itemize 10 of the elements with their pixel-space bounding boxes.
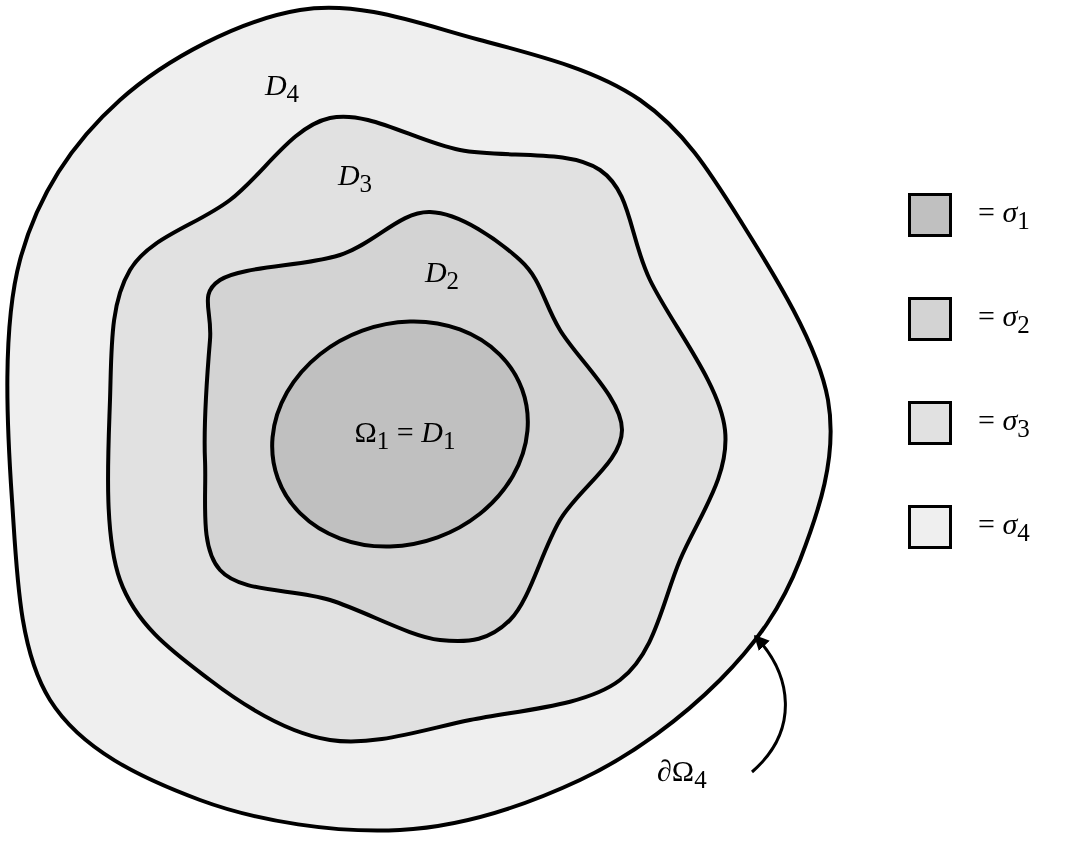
leader-arrow — [750, 634, 787, 774]
region-label: D$_{3}$ — [337, 160, 373, 196]
legend-text: = σ$_{1}$ — [978, 195, 1030, 235]
legend-text: = σ$_{2}$ — [978, 299, 1030, 339]
region-label: Ω$_{1}$ = D$_{1}$ — [354, 417, 456, 453]
region-label: D$_{4}$ — [264, 70, 300, 106]
legend-text: = σ$_{4}$ — [978, 507, 1030, 547]
boundary-label: ∂Ω$_{4}$ — [655, 752, 709, 796]
region-label: D$_{2}$ — [424, 257, 460, 293]
legend-text: = σ$_{3}$ — [978, 403, 1030, 443]
